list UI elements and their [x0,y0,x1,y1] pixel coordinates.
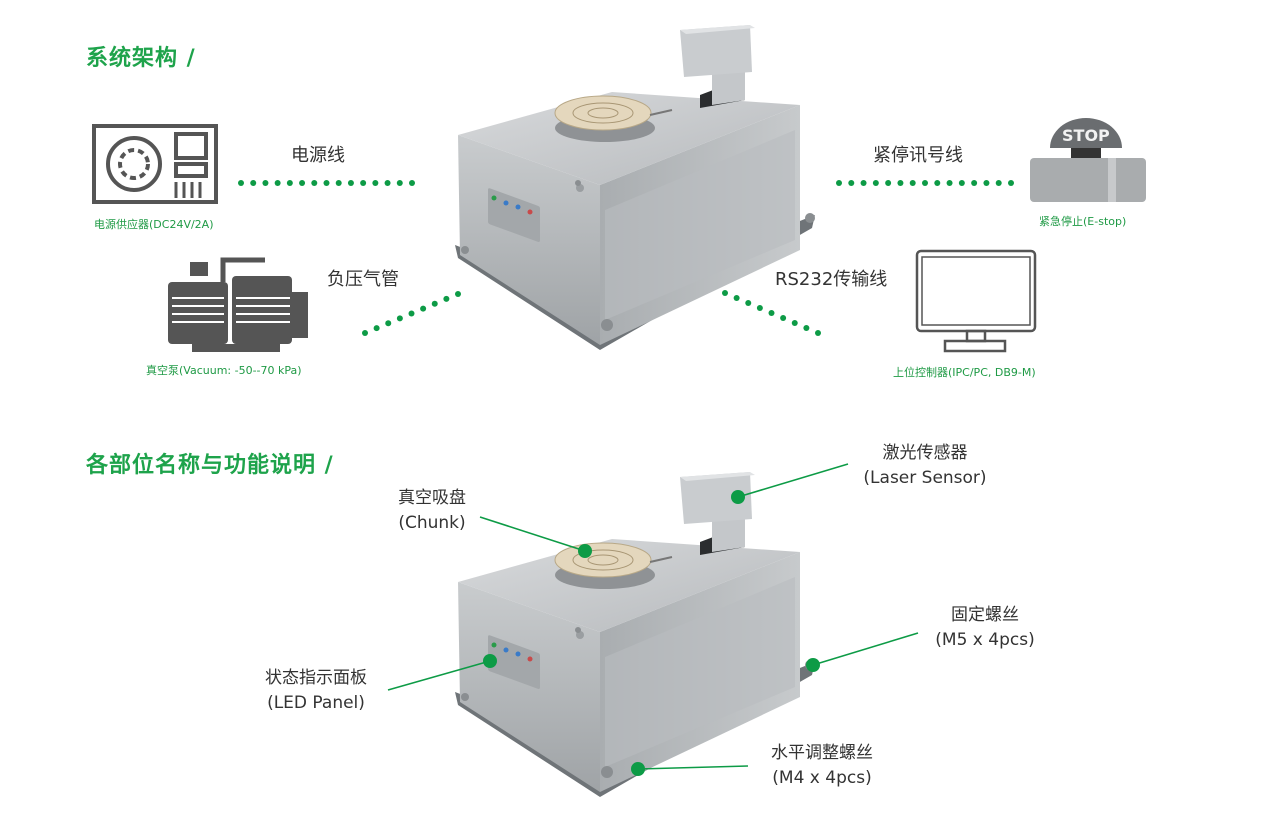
connection-dots [238,180,1014,336]
host-computer-icon [915,249,1037,353]
device-image-top [454,24,816,351]
connector-dot [274,180,281,186]
screw-name-en: (M5 x 4pcs) [935,630,1035,650]
connector-dot [372,180,379,186]
connector-dot [1008,180,1014,186]
vacuum-pump-label: 真空泵(Vacuum: -50--70 kPa) [146,364,302,377]
laser-name-cn: 激光传感器 [882,443,968,463]
connector-dot [396,315,403,322]
connector-dot [385,320,392,327]
rs232-cable-label: RS232传输线 [775,269,888,290]
section-title-architecture: 系统架构 / [86,46,196,71]
power-cable-label: 电源线 [291,145,345,166]
connector-dot [323,180,330,186]
connector-dot [408,310,415,317]
connector-dot [768,310,775,316]
connector-dot [373,325,380,332]
connector-dot [995,180,1002,186]
callout-dots [483,490,820,776]
estop-cable-label: 紧停讯号线 [873,145,963,166]
chuck-name-cn: 真空吸盘 [398,488,466,508]
connector-dot [443,295,450,302]
connector-dot [946,180,953,186]
connector-dot [250,180,257,186]
connector-dot [299,180,306,186]
connector-dot [815,330,821,336]
connector-dot [971,180,978,186]
connector-dot [860,180,867,186]
connector-dot [335,180,342,186]
level-callout: 水平调整螺丝 (M4 x 4pcs) [752,741,892,791]
connector-dot [733,295,740,301]
host-label: 上位控制器(IPC/PC, DB9-M) [893,366,1036,379]
connector-dot [836,180,842,186]
connector-dot [409,180,415,186]
connector-dot [286,180,293,186]
connector-dot [745,300,752,306]
estop-label: 紧急停止(E-stop) [1039,215,1127,228]
connector-dot [958,180,965,186]
connector-dot [347,180,354,186]
chuck-name-en: (Chunk) [398,513,466,533]
connector-dot [780,315,787,321]
connector-dot [396,180,403,186]
led-name-cn: 状态指示面板 [265,668,367,688]
connector-dot [909,180,916,186]
vacuum-pump-icon [168,257,308,352]
led-callout: 状态指示面板 (LED Panel) [246,666,386,716]
connector-dot [420,305,427,312]
chuck-callout: 真空吸盘 (Chunk) [380,486,484,536]
screw-callout: 固定螺丝 (M5 x 4pcs) [917,603,1053,653]
vacuum-hose-label: 负压气管 [327,269,399,290]
connector-dot [455,291,461,297]
screw-name-cn: 固定螺丝 [951,605,1019,625]
level-name-en: (M4 x 4pcs) [772,768,872,788]
connector-dot [362,330,368,336]
connector-dot [791,320,798,326]
section-title-parts: 各部位名称与功能说明 / [86,453,334,478]
level-name-cn: 水平调整螺丝 [771,743,873,763]
estop-icon [1030,118,1146,202]
connector-dot [934,180,941,186]
connector-dot [897,180,904,186]
laser-name-en: (Laser Sensor) [863,468,987,488]
connector-dot [872,180,879,186]
connector-dot [262,180,269,186]
connector-dot [238,180,244,186]
connector-dot [756,305,763,311]
connector-dot [922,180,928,186]
connector-dot [431,300,438,307]
connector-dot [803,325,810,331]
laser-callout: 激光传感器 (Laser Sensor) [845,441,1005,491]
leader-lines [387,463,919,770]
connector-dot [311,180,318,186]
connector-dot [384,180,391,186]
connector-dot [722,290,728,296]
estop-button-text: STOP [1062,126,1110,145]
connector-dot [360,180,367,186]
power-supply-label: 电源供应器(DC24V/2A) [94,218,214,231]
connector-dot [983,180,990,186]
power-supply-icon [92,124,218,204]
led-name-en: (LED Panel) [267,693,365,713]
connector-dot [885,180,892,186]
connector-dot [848,180,855,186]
